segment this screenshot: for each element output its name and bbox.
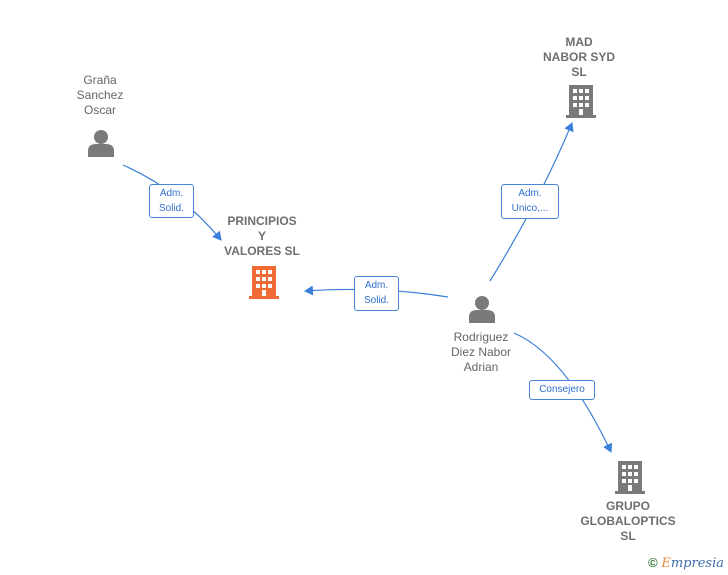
person-icon[interactable] (88, 130, 114, 157)
edge-badge-grana-principios: Adm. Solid. (149, 184, 194, 218)
edge-rodriguez-grupo (513, 332, 613, 453)
person-icon[interactable] (469, 296, 495, 323)
node-label-grana[interactable]: Graña Sanchez Oscar (76, 73, 124, 117)
brand-logo-rest: mpresia (670, 556, 724, 571)
node-label-rodriguez[interactable]: Rodriguez Diez Nabor Adrian (450, 330, 512, 374)
edge-badge-rodriguez-grupo: Consejero (529, 380, 595, 400)
brand-logo-initial: E (661, 556, 671, 571)
node-label-mad[interactable]: MAD NABOR SYD SL (542, 35, 615, 79)
brand-footer: © Empresia (648, 555, 724, 571)
node-label-principios[interactable]: PRINCIPIOS Y VALORES SL (224, 214, 300, 258)
node-label-grupo[interactable]: GRUPO GLOBALOPTICS SL (580, 499, 676, 543)
building-icon[interactable] (615, 461, 645, 494)
copyright-icon: © (648, 555, 658, 570)
building-icon[interactable] (566, 85, 596, 118)
edge-badge-rodriguez-mad: Adm. Unico,... (501, 184, 559, 219)
building-icon[interactable] (249, 266, 279, 299)
edge-badge-rodriguez-principios: Adm. Solid. (354, 276, 399, 311)
